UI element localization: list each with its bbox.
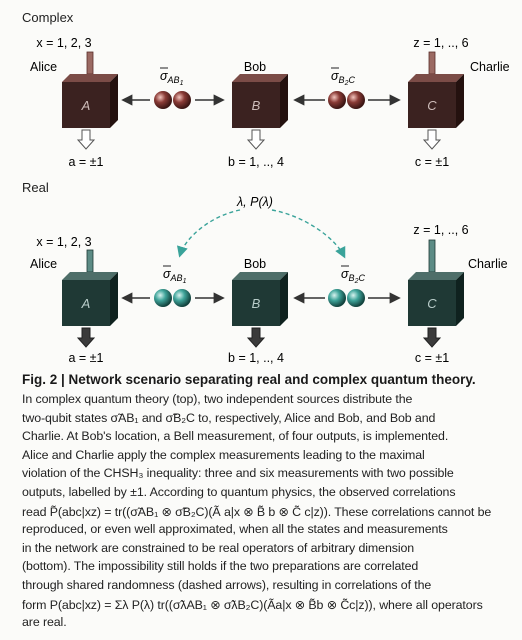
figure: Complex x = 1, 2, 3 xyxy=(0,0,522,368)
caption-title: Fig. 2 | Network scenario separating rea… xyxy=(22,372,476,387)
qubit-ball xyxy=(173,91,191,109)
dashed-arrow-left xyxy=(177,209,241,258)
caption-line: two-qubit states σ̃AB₁ and σ̃B₂C to, res… xyxy=(22,410,436,425)
charlie-box-real: z = 1, .., 6 C Charlie c = ±1 xyxy=(408,223,508,365)
complex-panel: Complex x = 1, 2, 3 xyxy=(0,0,522,182)
caption-line: Charlie. At Bob's location, a Bell measu… xyxy=(22,429,449,444)
real-diagram: λ, P(λ) x = 1, 2, 3 A Alice a = ±1 xyxy=(30,195,508,365)
caption-line: violation of the CHSH₃ inequality: three… xyxy=(22,466,454,481)
charlie-input-handle xyxy=(428,51,436,75)
alice-outputs: a = ±1 xyxy=(68,155,103,169)
alice-outputs: a = ±1 xyxy=(68,351,103,365)
source-ab-complex: σAB1 xyxy=(121,67,225,109)
shared-randomness-label: λ, P(λ) xyxy=(236,195,273,209)
charlie-name: Charlie xyxy=(468,257,508,271)
charlie-input-handle xyxy=(428,239,436,273)
qubit-ball xyxy=(154,289,172,307)
real-panel: Real λ, P(λ) xyxy=(0,178,522,368)
charlie-outputs: c = ±1 xyxy=(415,351,449,365)
qubit-ball xyxy=(154,91,172,109)
alice-name: Alice xyxy=(30,257,57,271)
charlie-output-arrow xyxy=(422,129,442,150)
source-bc-real: σB2C xyxy=(293,265,401,307)
caption-line: (bottom). The impossibility still holds … xyxy=(22,559,419,574)
alice-box-label: A xyxy=(81,98,91,113)
bob-output-arrow xyxy=(246,129,266,150)
alice-output-arrow xyxy=(76,129,96,150)
bob-outputs: b = 1, .., 4 xyxy=(228,351,284,365)
caption-line: outputs, labelled by ±1. According to qu… xyxy=(22,485,456,499)
charlie-name: Charlie xyxy=(470,60,510,74)
charlie-inputs: z = 1, .., 6 xyxy=(413,223,468,237)
qubit-ball xyxy=(173,289,191,307)
complex-title: Complex xyxy=(22,10,74,25)
source-ab-real: σAB1 xyxy=(121,265,225,307)
charlie-outputs: c = ±1 xyxy=(415,155,449,169)
caption-line: Alice and Charlie apply the complex meas… xyxy=(22,447,425,462)
charlie-box-label: C xyxy=(427,296,437,311)
bob-box-real: Bob B b = 1, .., 4 xyxy=(228,257,288,365)
caption-line: are real. xyxy=(22,615,67,630)
alice-input-handle xyxy=(86,249,94,273)
caption-line: In complex quantum theory (top), two ind… xyxy=(22,392,413,406)
source-bc-complex: σB2C xyxy=(293,67,401,109)
alice-box-label: A xyxy=(81,296,91,311)
charlie-inputs: z = 1, .., 6 xyxy=(413,36,468,50)
dashed-arrow-right xyxy=(271,209,346,259)
caption-line: through shared randomness (dashed arrows… xyxy=(22,578,432,592)
qubit-ball xyxy=(347,289,365,307)
alice-output-arrow xyxy=(76,327,96,348)
bob-name: Bob xyxy=(244,257,266,271)
alice-input-handle xyxy=(86,51,94,75)
charlie-box-complex: z = 1, .., 6 C Charlie c = ±1 xyxy=(408,36,510,169)
qubit-ball xyxy=(328,91,346,109)
charlie-output-arrow xyxy=(422,327,442,348)
alice-box-real: x = 1, 2, 3 A Alice a = ±1 xyxy=(30,235,118,365)
alice-inputs: x = 1, 2, 3 xyxy=(36,36,91,50)
qubit-ball xyxy=(347,91,365,109)
qubit-ball xyxy=(328,289,346,307)
charlie-box-label: C xyxy=(427,98,437,113)
bob-box-complex: Bob B b = 1, .., 4 xyxy=(228,60,288,169)
bob-box-label: B xyxy=(252,98,261,113)
bob-box-label: B xyxy=(252,296,261,311)
real-title: Real xyxy=(22,180,49,195)
caption-line: reproduced, or even well approximated, w… xyxy=(22,522,448,537)
caption-line: form P(abc|xz) = Σλ P(λ) tr((σ̃λAB₁ ⊗ σ̃… xyxy=(22,597,483,612)
bob-output-arrow xyxy=(246,327,266,348)
alice-name: Alice xyxy=(30,60,57,74)
caption-line: in the network are constrained to be rea… xyxy=(22,540,415,555)
complex-diagram: x = 1, 2, 3 A Alice a = ±1 Bob B xyxy=(30,36,510,169)
source-ab-label: σAB1 xyxy=(160,69,184,87)
bob-name: Bob xyxy=(244,60,266,74)
source-bc-label: σB2C xyxy=(331,69,355,87)
alice-box-complex: x = 1, 2, 3 A Alice a = ±1 xyxy=(30,36,118,169)
alice-inputs: x = 1, 2, 3 xyxy=(36,235,91,249)
bob-outputs: b = 1, .., 4 xyxy=(228,155,284,169)
caption-line: read P̃(abc|xz) = tr((σ̃AB₁ ⊗ σ̃B₂C)(Ã a… xyxy=(22,504,492,519)
figure-caption: Fig. 2 | Network scenario separating rea… xyxy=(0,366,522,640)
source-bc-label: σB2C xyxy=(341,267,365,285)
source-ab-label: σAB1 xyxy=(163,267,187,285)
